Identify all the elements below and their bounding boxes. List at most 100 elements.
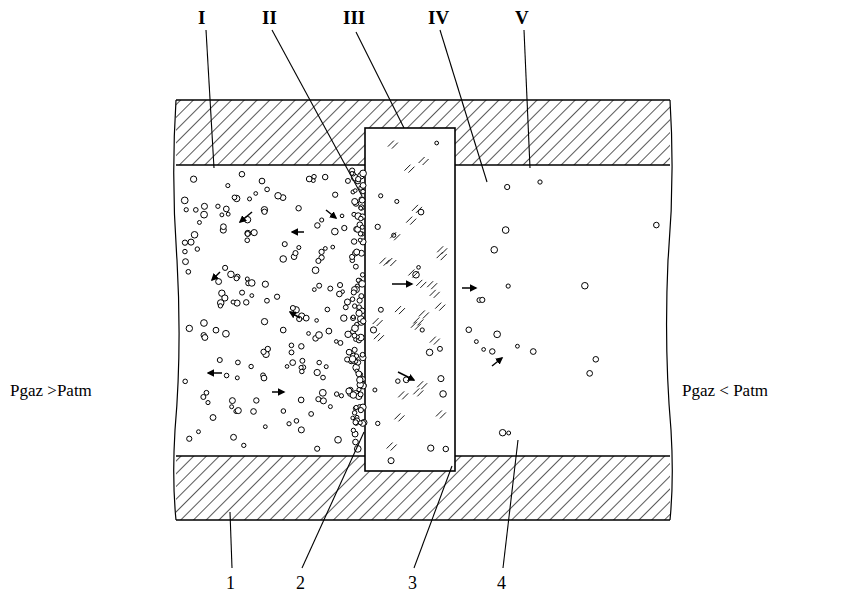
gas-molecule <box>190 176 196 182</box>
gas-molecule <box>342 225 347 230</box>
gas-molecule <box>251 230 257 236</box>
gas-molecule <box>345 178 350 183</box>
gas-molecule <box>359 281 366 288</box>
gas-molecule <box>375 224 380 229</box>
gas-molecule <box>223 265 228 270</box>
gas-molecule <box>353 264 358 269</box>
gas-molecule <box>245 230 251 236</box>
gas-molecule <box>281 409 286 414</box>
pore-hatch <box>412 205 422 213</box>
pore-hatch <box>435 303 445 311</box>
gas-molecule <box>359 197 365 203</box>
gas-molecule <box>350 297 355 302</box>
gas-molecule <box>261 375 267 381</box>
gas-molecule <box>352 347 357 352</box>
pore-hatch <box>387 443 397 451</box>
gas-molecule <box>250 294 254 298</box>
motion-arrow <box>212 272 220 280</box>
gas-molecule <box>323 247 327 251</box>
gas-molecule <box>249 364 253 368</box>
pore-hatch <box>394 413 404 421</box>
gas-molecule <box>218 304 222 308</box>
gas-molecule <box>300 358 305 363</box>
gas-molecule <box>290 305 295 310</box>
pore-hatch <box>398 391 408 399</box>
gas-molecule <box>315 223 320 228</box>
gas-molecule <box>413 271 420 278</box>
gas-molecule <box>261 318 267 324</box>
gas-molecule <box>395 199 399 203</box>
pore-hatch <box>374 333 384 341</box>
gas-molecule <box>351 428 355 432</box>
gas-molecule <box>360 170 367 177</box>
gas-molecule <box>438 376 444 382</box>
pressure-label: Pgaz < Patm <box>682 382 768 399</box>
gas-molecule <box>216 204 220 208</box>
pore-hatch <box>437 246 447 254</box>
gas-molecule <box>507 431 511 435</box>
pore-hatch <box>417 381 427 389</box>
motion-arrow <box>290 312 300 318</box>
gas-molecule <box>530 349 536 355</box>
gas-molecule <box>443 446 448 451</box>
gas-molecule <box>312 267 319 274</box>
gas-molecule <box>240 290 245 295</box>
gas-molecule <box>354 249 360 255</box>
gas-molecule <box>359 197 365 203</box>
gas-molecule <box>354 405 358 409</box>
gas-molecule <box>254 398 259 403</box>
gas-molecule <box>328 405 332 409</box>
callout-number: 3 <box>408 574 417 592</box>
gas-molecule <box>202 335 208 341</box>
gas-molecule <box>307 332 311 336</box>
gas-molecule <box>356 176 361 181</box>
gas-molecule <box>337 282 342 287</box>
gas-molecule <box>300 369 305 374</box>
gas-molecule <box>274 294 279 299</box>
gas-molecule <box>490 349 495 354</box>
gas-molecule <box>352 411 357 416</box>
gas-molecule <box>312 288 316 292</box>
gas-molecule <box>228 271 235 278</box>
gas-molecule <box>494 331 501 338</box>
gas-molecule <box>186 269 191 274</box>
gas-molecule <box>223 330 230 337</box>
leader-line <box>302 432 364 568</box>
gas-molecule <box>217 358 222 363</box>
motion-arrow <box>492 358 502 366</box>
pore-hatch <box>406 217 416 225</box>
gas-molecule <box>195 247 199 251</box>
gas-molecule <box>349 356 355 362</box>
leader-line <box>503 440 518 568</box>
pore-hatch <box>430 337 440 345</box>
gas-molecule <box>193 208 198 213</box>
gas-molecule <box>197 430 201 434</box>
pore-hatch <box>395 306 405 314</box>
gas-molecule <box>280 327 286 333</box>
gas-molecule <box>370 327 376 333</box>
pore-hatch <box>416 280 426 288</box>
gas-molecule <box>234 276 239 281</box>
gas-molecule <box>235 408 241 414</box>
gas-molecule <box>239 171 245 177</box>
gas-molecule <box>359 216 364 221</box>
gas-molecule <box>245 231 250 236</box>
gas-molecule <box>482 348 486 352</box>
gas-molecule <box>248 197 252 201</box>
gas-molecule <box>491 246 498 253</box>
zone-label: III <box>343 8 365 27</box>
leader-line <box>414 466 452 568</box>
gas-molecule <box>298 397 304 403</box>
motion-arrow <box>240 212 252 222</box>
gas-molecule <box>321 375 326 380</box>
gas-molecule <box>331 245 335 249</box>
motion-arrow <box>398 372 414 380</box>
gas-molecule <box>582 282 589 289</box>
gas-molecule <box>197 220 201 224</box>
gas-molecule <box>351 315 355 319</box>
leader-line <box>206 30 214 168</box>
gas-molecule <box>282 242 287 247</box>
gas-molecule <box>182 240 187 245</box>
gas-molecule <box>359 205 364 210</box>
gas-molecule <box>352 198 358 204</box>
